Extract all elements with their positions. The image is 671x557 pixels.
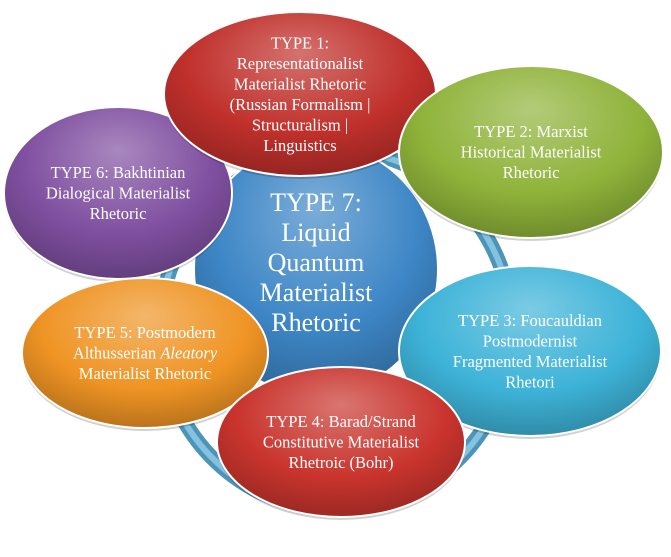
type-4-text-line-1: TYPE 4: Barad/Strand xyxy=(266,412,416,431)
type-6-text-line-1: TYPE 6: Bakhtinian xyxy=(51,163,186,182)
type-6-text-line-2: Dialogical Materialist xyxy=(46,184,191,203)
type-3-text-line-2: Postmodernist xyxy=(483,331,578,350)
type-1-text-line-6: Linguistics xyxy=(263,136,336,155)
type-3-text-line-1: TYPE 3: Foucauldian xyxy=(458,311,602,330)
type-1-text-line-3: Materialist Rhetoric xyxy=(234,74,366,93)
type-5-text-line-2: Althusserian Aleatory xyxy=(73,344,218,363)
type-6-text-line-3: Rhetoric xyxy=(90,204,147,223)
center-text-line-4: Materialist xyxy=(260,278,373,307)
type-3-ellipse xyxy=(398,265,662,437)
type-5-ellipse xyxy=(21,277,269,429)
type-4-text-line-2: Constitutive Materialist xyxy=(263,433,420,452)
type-1-text-line-4: (Russian Formalism | xyxy=(230,95,371,114)
type-1-text-line-5: Structuralism | xyxy=(252,115,348,134)
type-3-text-line-3: Fragmented Materialist xyxy=(453,352,608,371)
type-4-ellipse xyxy=(216,366,466,518)
type-5-text-line-1: TYPE 5: Postmodern xyxy=(74,323,215,342)
type-2-text-line-3: Rhetoric xyxy=(503,163,560,182)
center-text-line-3: Quantum xyxy=(268,248,365,277)
type-2-text-line-2: Historical Materialist xyxy=(461,143,602,162)
center-text-line-1: TYPE 7: xyxy=(270,188,362,217)
type-1-text-line-2: Representationalist xyxy=(237,54,364,73)
type-1-text-line-1: TYPE 1: xyxy=(271,33,329,52)
node-type-3: TYPE 3: FoucauldianPostmodernistFragment… xyxy=(398,265,662,439)
type-3-text-line-4: Rhetori xyxy=(505,372,555,391)
center-text-line-2: Liquid xyxy=(281,218,350,247)
type-2-text-line-1: TYPE 2: Marxist xyxy=(474,122,588,141)
center-text-line-5: Rhetoric xyxy=(271,308,361,337)
type-5-text-line-3: Materialist Rhetoric xyxy=(79,364,211,383)
type-2-ellipse xyxy=(398,65,664,239)
type-4-text-line-3: Rhetroic (Bohr) xyxy=(289,453,394,472)
